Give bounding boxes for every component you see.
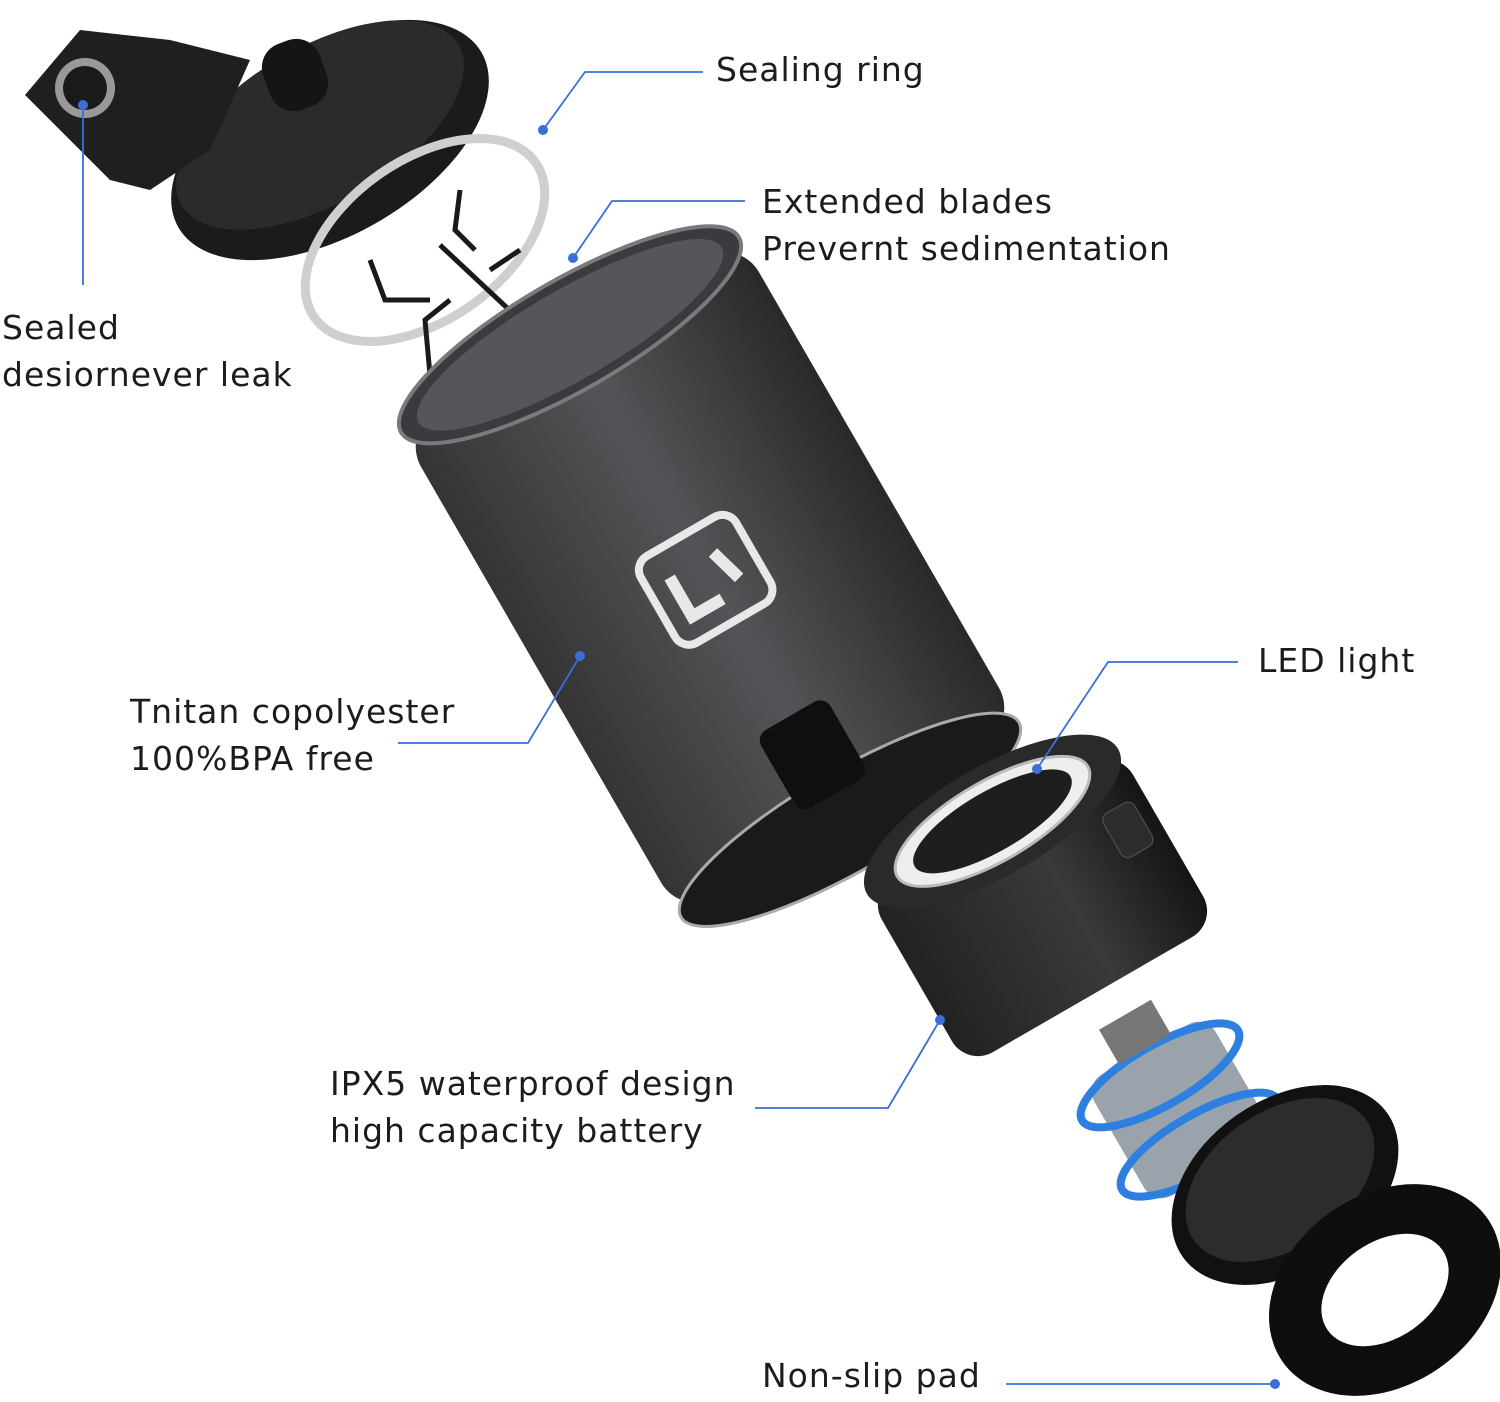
- leader-dots: [78, 100, 1280, 1389]
- callout-line: desiornever leak: [2, 355, 293, 394]
- callout-line: Sealing ring: [716, 50, 925, 89]
- callout-line: IPX5 waterproof design: [330, 1064, 736, 1103]
- callout-line: Tnitan copolyester: [130, 692, 456, 731]
- leader-battery: [755, 1019, 941, 1109]
- callout-sealing-ring: Sealing ring: [716, 46, 925, 93]
- callout-line: high capacity battery: [330, 1111, 704, 1150]
- callout-line: Prevernt sedimentation: [762, 229, 1171, 268]
- callout-line: 100%BPA free: [130, 739, 375, 778]
- callout-line: LED light: [1258, 641, 1416, 680]
- callout-blades: Extended blades Prevernt sedimentation: [762, 178, 1171, 272]
- callout-battery: IPX5 waterproof design high capacity bat…: [330, 1060, 736, 1154]
- callout-pad: Non-slip pad: [762, 1352, 981, 1399]
- cup: [396, 224, 1023, 928]
- callout-sealed: Sealed desiornever leak: [2, 304, 293, 398]
- callout-line: Sealed: [2, 308, 120, 347]
- leader-sealing-ring: [542, 71, 703, 131]
- callout-line: Non-slip pad: [762, 1356, 981, 1395]
- leader-led: [1036, 661, 1238, 770]
- callout-material: Tnitan copolyester 100%BPA free: [130, 688, 455, 782]
- callout-led: LED light: [1258, 637, 1415, 684]
- sealing-ring: [300, 134, 550, 346]
- leader-lines: [82, 71, 1275, 1385]
- lid: [25, 19, 489, 261]
- leader-blades: [572, 200, 745, 259]
- callout-line: Extended blades: [762, 182, 1054, 221]
- motor-base: [863, 734, 1208, 1057]
- leader-material: [398, 655, 581, 744]
- non-slip-pad: [1269, 1184, 1500, 1396]
